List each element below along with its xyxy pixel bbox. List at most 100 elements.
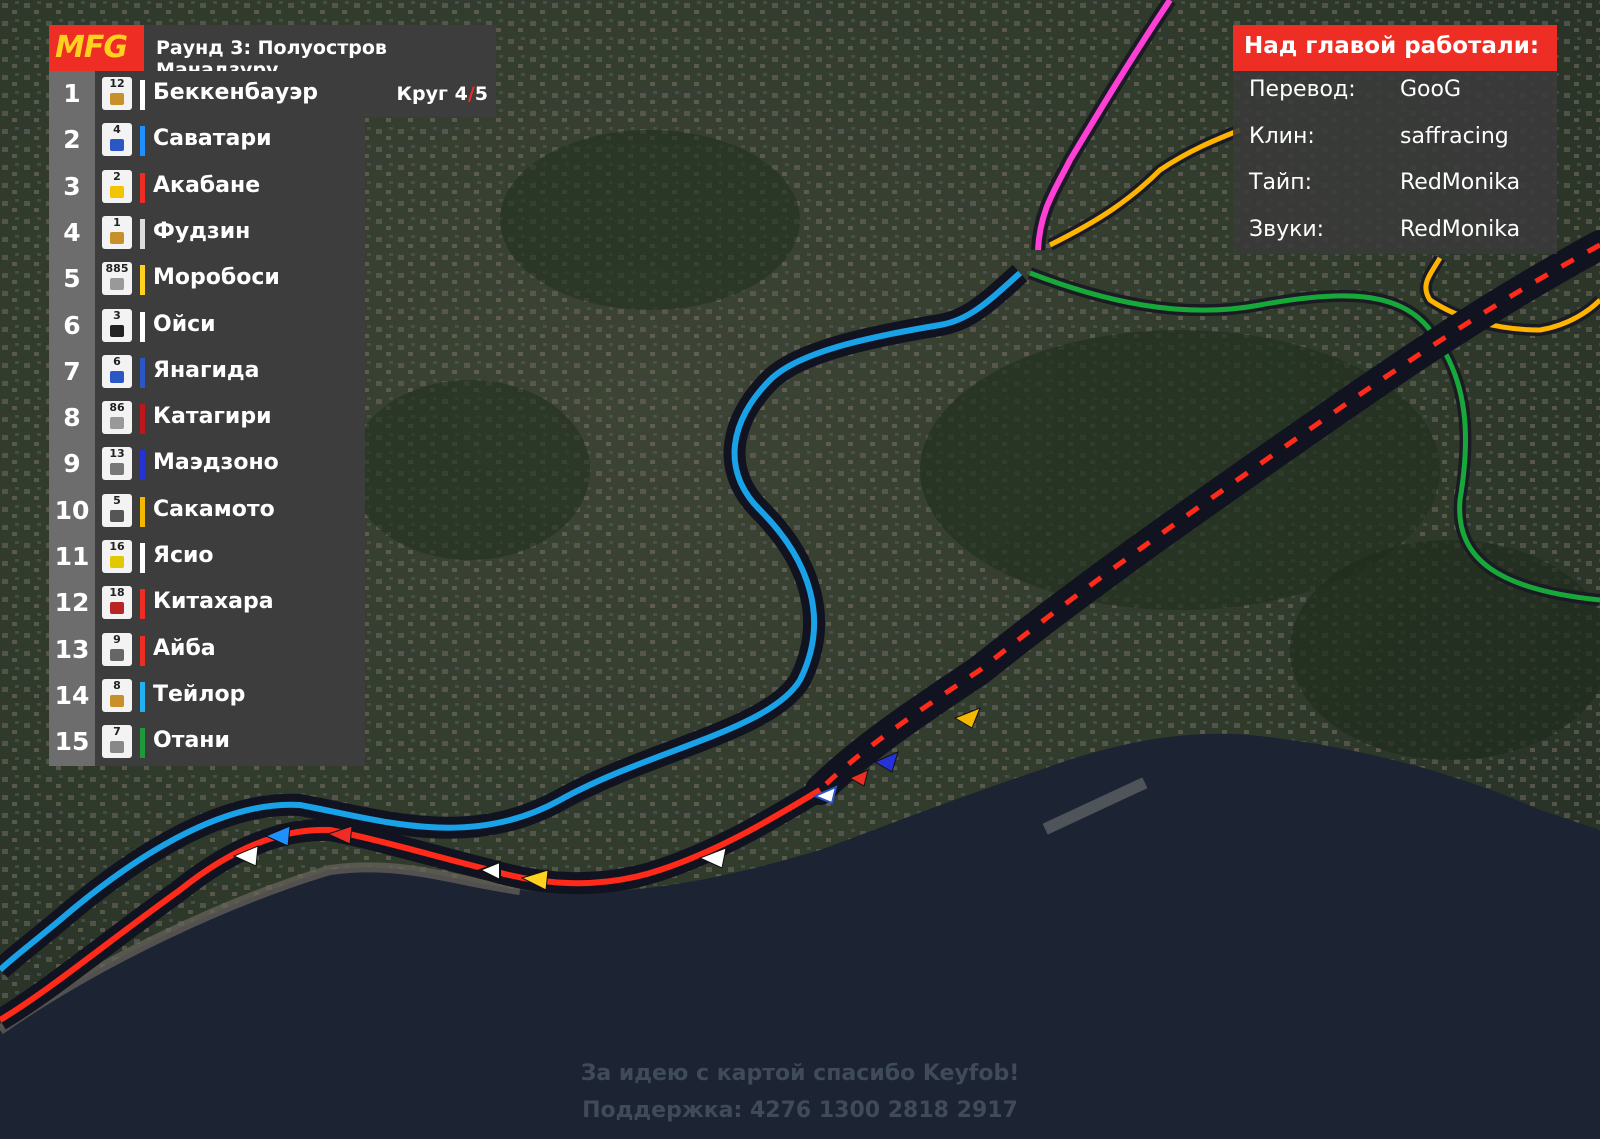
driver-name: Отани: [153, 728, 230, 754]
credit-role: Клин:: [1249, 123, 1315, 149]
team-color-bar: [140, 218, 145, 249]
car-number-badge: 6: [102, 354, 132, 388]
forest-patch: [920, 330, 1440, 610]
position-number: 13: [54, 634, 90, 664]
route-magenta: [1035, 0, 1173, 251]
credit-name: RedMonika: [1400, 170, 1521, 195]
position-number: 5: [63, 264, 81, 294]
car-number-badge: 8: [102, 678, 132, 712]
car-number: 4: [113, 123, 121, 137]
standings-header: MFG Раунд 3: Полуостров Манадзуру: [49, 25, 496, 81]
credit-name: GooG: [1400, 77, 1462, 102]
team-color-bar: [140, 265, 145, 296]
car-number: 13: [109, 447, 125, 461]
car-marker: [326, 825, 353, 845]
team-color-bar: [140, 681, 145, 712]
driver-name: Янагида: [153, 357, 260, 383]
driver-name: Ойси: [153, 311, 216, 337]
lap-current: 4: [454, 83, 468, 105]
car-number: 7: [113, 725, 121, 739]
mercedes-icon: [110, 741, 124, 754]
team-color-bar: [140, 450, 145, 481]
driver-name: Сакамото: [153, 496, 275, 522]
credit-name: saffracing: [1400, 123, 1509, 149]
car-number-badge: 2: [102, 169, 132, 203]
driver-name: Маэдзоно: [153, 450, 279, 476]
credits-title: Над главой работали:: [1244, 33, 1540, 59]
position-number: 14: [54, 680, 90, 710]
driver-name: Саватари: [153, 126, 272, 152]
position-number: 15: [54, 727, 90, 757]
alfa-icon: [110, 602, 124, 615]
driver-name: Китахара: [153, 589, 274, 615]
position-number: 3: [63, 171, 81, 201]
footer-support: Поддержка: 4276 1300 2818 2917: [582, 1098, 1018, 1123]
car-number: 885: [105, 262, 129, 276]
credits-header: Над главой работали:: [1233, 25, 1557, 71]
car-number: 86: [109, 401, 125, 415]
car-marker: [520, 869, 549, 891]
driver-name: Айба: [153, 635, 216, 661]
standings-row: 6 3 Ойси: [49, 303, 365, 349]
team-color-bar: [140, 728, 145, 759]
lap-separator: /: [467, 83, 475, 105]
driver-name: Моробоси: [153, 265, 280, 291]
car-number: 5: [113, 493, 121, 507]
logo-text: MFG: [55, 30, 128, 65]
route-yellow: [1048, 127, 1241, 248]
credit-role: Тайп:: [1249, 170, 1313, 195]
car-marker: [232, 845, 259, 867]
driver-name: Катагири: [153, 404, 272, 430]
forest-patch: [350, 380, 590, 560]
car-number-badge: 3: [102, 308, 132, 342]
alpine-icon: [110, 139, 124, 152]
route-red: [0, 787, 822, 1023]
position-number: 6: [63, 310, 81, 340]
team-color-bar: [140, 172, 145, 203]
car-number-badge: 13: [102, 447, 132, 481]
car-number-badge: 18: [102, 586, 132, 620]
ferrari-icon: [110, 185, 124, 198]
standings-row: 14 8 Тейлор: [49, 673, 365, 719]
standings-row: 15 7 Отани: [49, 719, 365, 765]
team-color-bar: [140, 543, 145, 573]
team-color-bar: [140, 80, 145, 110]
car-number-badge: 5: [102, 493, 132, 527]
team-color-bar: [140, 496, 145, 527]
car-number: 12: [109, 77, 125, 90]
position-number: 12: [54, 588, 90, 618]
breakwater: [1042, 777, 1148, 835]
car-number: 2: [113, 169, 121, 183]
team-color-bar: [140, 311, 145, 342]
team-color-bar: [140, 126, 145, 157]
driver-name: Тейлор: [153, 681, 246, 707]
forest-patch: [1290, 540, 1600, 760]
footer-thanks: За идею с картой спасибо Keyfob!: [580, 1061, 1020, 1086]
car-number-badge: 86: [102, 401, 132, 435]
car-marker: [812, 785, 838, 805]
team-color-bar: [140, 635, 145, 666]
lap-label: Круг: [396, 83, 448, 105]
footer: За идею с картой спасибо Keyfob! Поддерж…: [0, 1055, 1600, 1129]
lap-total: 5: [474, 83, 488, 105]
car-number-badge: 4: [102, 123, 132, 157]
car-marker: [873, 751, 899, 773]
honda-icon: [110, 463, 124, 476]
driver-name: Беккенбауэр: [153, 80, 319, 105]
car-number: 3: [113, 308, 121, 322]
lotus-icon: [110, 556, 124, 568]
car-marker: [264, 825, 291, 847]
team-color-bar: [140, 589, 145, 620]
car-number: 1: [113, 215, 121, 229]
bmw-icon: [110, 370, 124, 383]
car-number-badge: 12: [102, 77, 132, 110]
mfg-logo: MFG: [49, 25, 144, 71]
position-number: 11: [54, 542, 90, 571]
